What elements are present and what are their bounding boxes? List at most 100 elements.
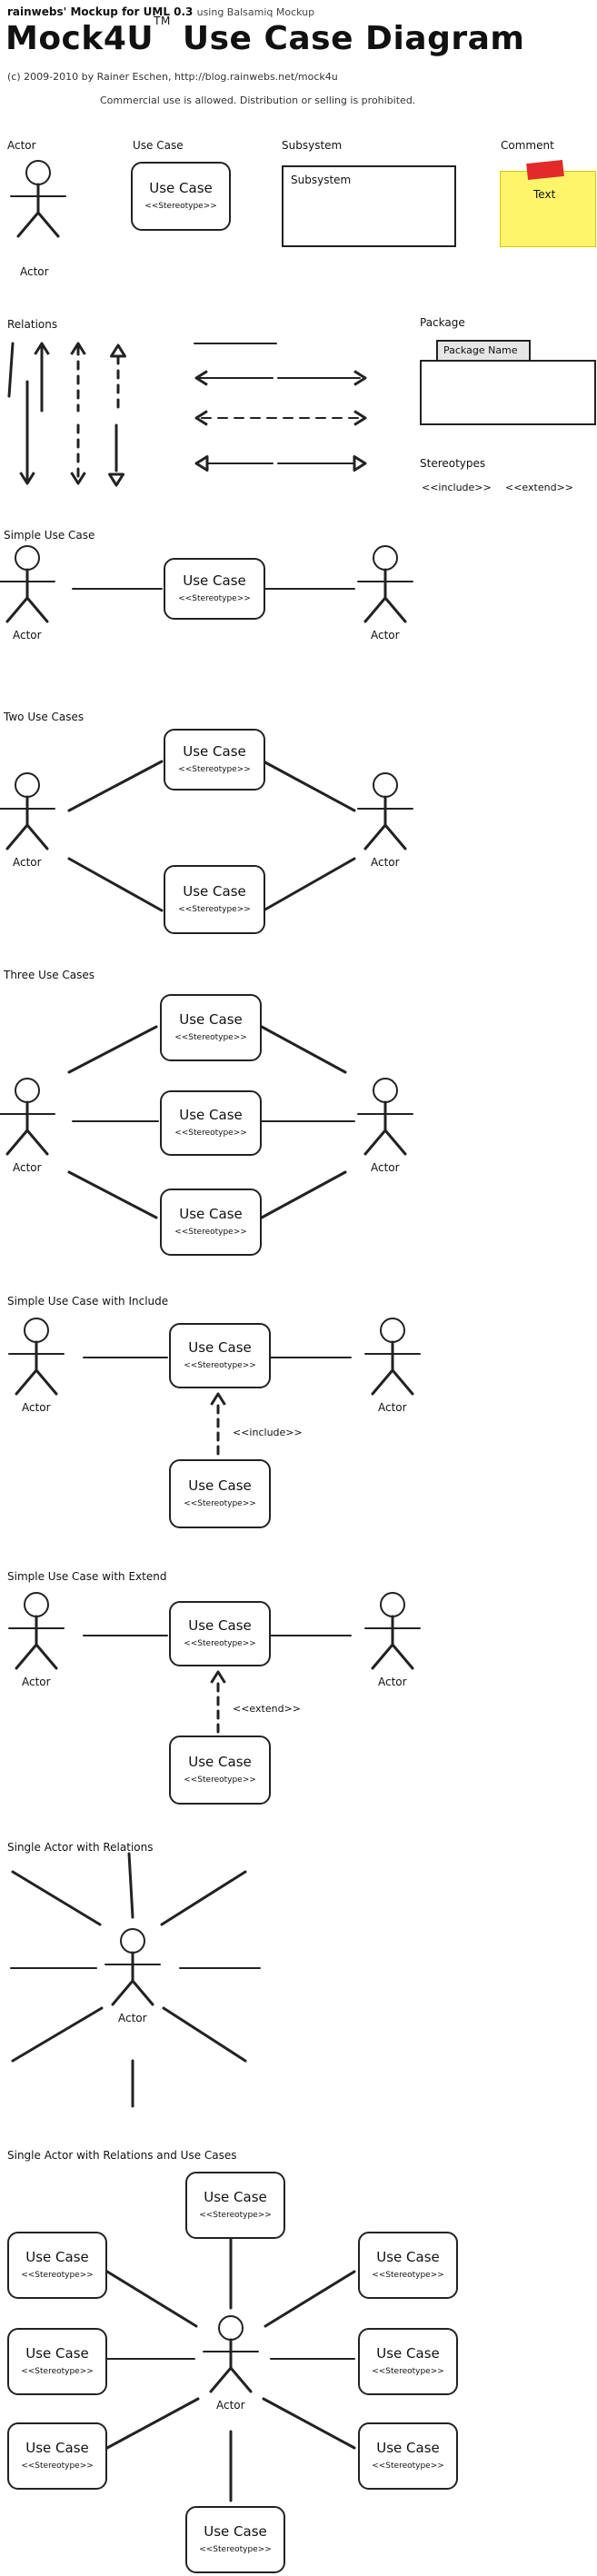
title-rest: Use Case Diagram — [182, 20, 525, 57]
actor-right-leg — [383, 596, 407, 623]
use-case-name: Use Case — [188, 1339, 252, 1356]
use-case-name: Use Case — [179, 1206, 243, 1222]
actor-right-leg — [391, 1368, 414, 1396]
actor-label: Actor — [378, 1676, 407, 1688]
use-case-top: Use Case <<Stereotype>> — [164, 729, 265, 791]
section-single-actor-uc-title: Single Actor with Relations and Use Case… — [7, 2149, 237, 2162]
use-case-name: Use Case — [376, 2440, 440, 2456]
palette-use-case: Use Case <<Stereotype>> — [131, 162, 231, 231]
comment-text: Text — [533, 188, 556, 201]
actor-right-leg — [25, 596, 49, 623]
use-case-name: Use Case — [179, 1107, 243, 1123]
use-case-bottom: Use Case<<Stereotype>> — [160, 1189, 262, 1256]
use-case-stereotype: <<Stereotype>> — [372, 2462, 444, 2471]
actor-head — [218, 2315, 244, 2341]
copyright: (c) 2009-2010 by Rainer Eschen, http://b… — [7, 71, 338, 83]
use-case-right-2: Use Case <<Stereotype>> — [358, 2328, 458, 2395]
actor-right-leg — [35, 1643, 58, 1670]
use-case-stereotype: <<Stereotype>> — [184, 1361, 256, 1370]
actor-left-leg — [5, 1129, 29, 1156]
actor-left-leg — [5, 596, 29, 623]
use-case-stereotype: <<Stereotype>> — [174, 1129, 247, 1138]
use-case-base: Use Case<<Stereotype>> — [169, 1601, 271, 1666]
use-case-name: Use Case — [149, 180, 213, 196]
use-case-name: Use Case — [25, 2249, 89, 2265]
header-line-sub: using Balsamiq Mockup — [196, 6, 315, 18]
relation-line — [160, 1870, 247, 1926]
use-case-top: Use Case<<Stereotype>> — [185, 2172, 285, 2239]
actor-right-leg — [25, 1129, 49, 1156]
actor-head — [15, 545, 40, 571]
actor-right-leg — [25, 823, 49, 850]
use-case-name: Use Case — [183, 743, 246, 760]
actor-left — [0, 1078, 55, 1156]
dashed-arrow-head — [70, 472, 86, 485]
use-case-extension: Use Case<<Stereotype>> — [169, 1736, 271, 1805]
actor-left-leg — [15, 1368, 38, 1396]
actor-label: Actor — [22, 1676, 51, 1688]
actor-left — [8, 1592, 65, 1670]
actor-right-leg — [36, 211, 60, 238]
use-case-left-1: Use Case <<Stereotype>> — [7, 2232, 107, 2299]
use-case-stereotype: <<Stereotype>> — [178, 905, 251, 914]
use-case-stereotype: <<Stereotype>> — [21, 2462, 94, 2471]
actor-left-leg — [16, 211, 40, 238]
actor-label: Actor — [118, 2012, 147, 2024]
actor-label: Actor — [371, 629, 400, 642]
use-case-stereotype: <<Stereotype>> — [21, 2367, 94, 2376]
actor-head — [373, 772, 398, 798]
use-case-stereotype: <<Stereotype>> — [178, 594, 251, 603]
actor-head — [25, 160, 51, 185]
comment-note: Text — [500, 171, 596, 247]
section-simple-title: Simple Use Case — [4, 529, 95, 542]
actor-left-leg — [363, 1129, 387, 1156]
use-case-bottom: Use Case<<Stereotype>> — [164, 865, 265, 934]
palette-actor — [10, 160, 66, 238]
actor-left-leg — [363, 596, 387, 623]
association-line — [260, 1170, 347, 1219]
use-case-name: Use Case — [179, 1011, 243, 1028]
actor-left-leg — [111, 1979, 134, 2006]
actor-head — [373, 545, 398, 571]
actor-head — [380, 1318, 405, 1343]
section-extend-title: Simple Use Case with Extend — [7, 1570, 167, 1583]
package-body — [420, 360, 596, 425]
actor-right-leg — [229, 2366, 253, 2393]
actor-left-leg — [5, 823, 29, 850]
use-case-stereotype: <<Stereotype>> — [199, 2545, 272, 2554]
use-case-bottom: Use Case<<Stereotype>> — [185, 2506, 285, 2573]
use-case-name: Use Case — [376, 2345, 440, 2362]
relation-line — [11, 1870, 102, 1926]
association-line — [67, 857, 164, 912]
association-line — [67, 1170, 158, 1219]
use-case-name: Use Case — [183, 572, 246, 589]
use-case-name: Use Case — [188, 1754, 252, 1770]
actor-right-leg — [131, 1979, 154, 2006]
use-case-stereotype: <<Stereotype>> — [199, 2211, 272, 2220]
use-case-stereotype: <<Stereotype>> — [21, 2271, 94, 2280]
actor-label: Actor — [371, 856, 400, 869]
open-arrow-head — [353, 370, 367, 386]
use-case-stereotype: <<Stereotype>> — [372, 2367, 444, 2376]
actor-left — [0, 772, 55, 850]
header-line: rainwebs' Mockup for UML 0.3 using Balsa… — [7, 5, 314, 18]
actor-left-leg — [363, 823, 387, 850]
relation-line — [162, 2006, 247, 2063]
association-line — [262, 760, 356, 812]
use-case-stereotype: <<Stereotype>> — [144, 202, 217, 211]
use-case-name: Use Case — [25, 2440, 89, 2456]
actor-label: Actor — [13, 629, 42, 642]
use-case-middle: Use Case <<Stereotype>> — [160, 1090, 262, 1156]
actor-label: Actor — [371, 1161, 400, 1174]
use-case-right-1: Use Case<<Stereotype>> — [358, 2232, 458, 2299]
dashed-arrow-head — [194, 410, 208, 426]
actor-right — [364, 1318, 421, 1396]
use-case-left-2: Use Case<<Stereotype>> — [7, 2328, 107, 2395]
use-case-stereotype: <<Stereotype>> — [178, 765, 251, 774]
license-notice: Commercial use is allowed. Distribution … — [100, 94, 416, 106]
actor-head — [373, 1078, 398, 1103]
actor-left — [8, 1318, 65, 1396]
generalization-head — [110, 343, 126, 358]
open-arrow-head — [194, 370, 208, 386]
